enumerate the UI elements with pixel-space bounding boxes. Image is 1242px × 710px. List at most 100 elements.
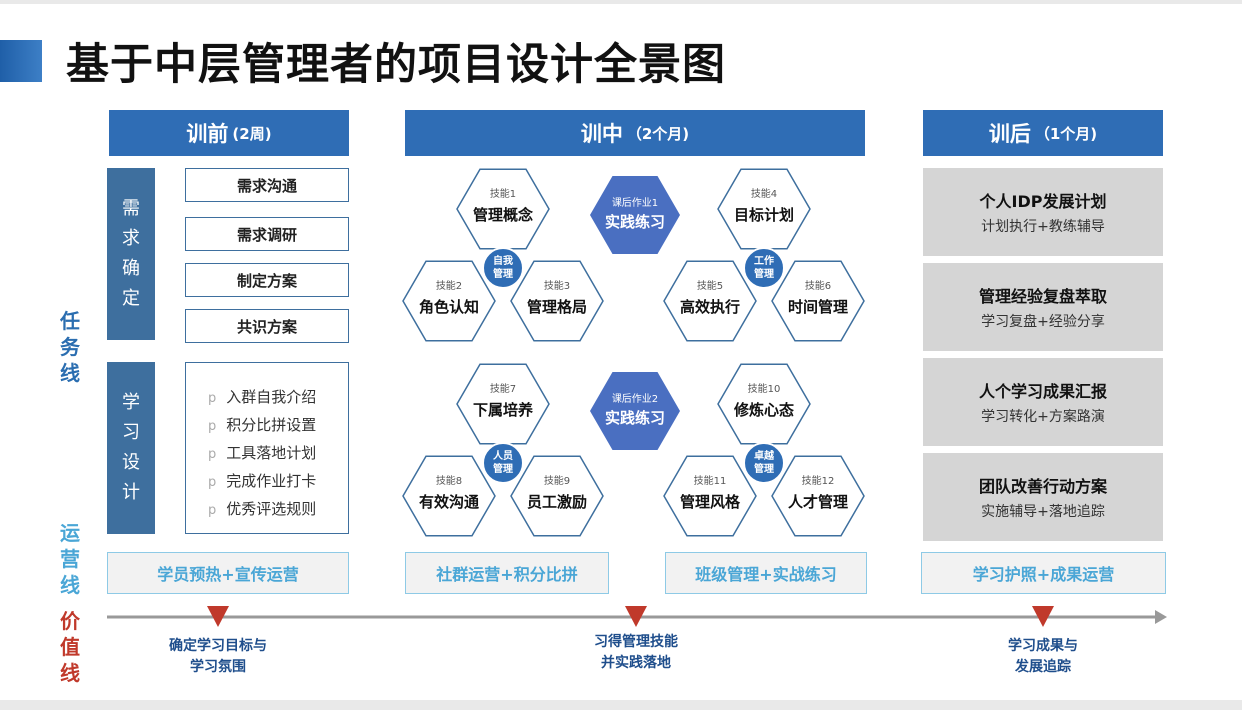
skill-tag: 技能2	[436, 279, 462, 292]
homework-name: 实践练习	[605, 213, 665, 231]
skill-name: 高效执行	[680, 298, 740, 316]
page-title: 基于中层管理者的项目设计全景图	[66, 40, 726, 90]
skill-name: 修炼心态	[733, 401, 794, 419]
vertical-char: 设	[122, 452, 140, 473]
top-border	[0, 0, 1242, 4]
skill-hexagon	[402, 455, 496, 537]
post-item-title: 团队改善行动方案	[978, 477, 1107, 496]
post-item-title: 管理经验复盘萃取	[978, 287, 1107, 306]
skill-hexagon	[717, 363, 811, 445]
homework-hexagon	[590, 372, 680, 450]
skill-tag: 技能9	[544, 474, 570, 487]
phase-label: 训前	[186, 122, 229, 146]
skill-hexagon	[456, 363, 550, 445]
phase-label: 训中	[580, 122, 623, 146]
homework-hexagon	[590, 176, 680, 254]
skill-name: 时间管理	[788, 298, 848, 316]
skill-hexagon	[663, 260, 757, 342]
title-accent-bar	[0, 40, 42, 82]
post-item: 人个学习成果汇报 学习转化+方案路演	[923, 358, 1163, 446]
center-label: 卓越	[754, 449, 775, 462]
value-item: 学习成果与 发展追踪	[1008, 638, 1078, 675]
phase-header-post: 训后（1个月)	[923, 110, 1163, 156]
needs-item: 共识方案	[185, 309, 349, 343]
skill-tag: 技能7	[490, 382, 516, 395]
skill-tag: 技能12	[802, 474, 835, 487]
ops-line-label: 运营线	[60, 521, 80, 597]
skill-hexagon	[456, 168, 550, 250]
homework-tag: 课后作业1	[612, 197, 658, 209]
center-circle	[482, 247, 524, 289]
homework-name: 实践练习	[605, 409, 665, 427]
center-label: 管理	[754, 462, 774, 475]
skill-hexagon	[663, 455, 757, 537]
skill-name: 人才管理	[788, 493, 848, 511]
center-circle	[743, 247, 785, 289]
skill-hexagon	[771, 455, 865, 537]
center-label: 工作	[754, 254, 774, 267]
timeline-arrowhead-icon	[1155, 610, 1167, 624]
center-label: 人员	[493, 449, 513, 462]
skill-hexagon	[510, 260, 604, 342]
skill-hexagon	[771, 260, 865, 342]
skill-name: 管理格局	[527, 298, 587, 316]
post-item: 个人IDP发展计划 计划执行+教练辅导	[923, 168, 1163, 256]
vertical-char: 求	[122, 228, 140, 249]
skill-name: 员工激励	[527, 493, 587, 511]
post-item: 团队改善行动方案 实施辅导+落地追踪	[923, 453, 1163, 541]
skill-tag: 技能3	[544, 279, 570, 292]
skill-name: 有效沟通	[419, 493, 479, 511]
vertical-char: 确	[122, 258, 140, 279]
post-item-title: 个人IDP发展计划	[979, 192, 1107, 211]
needs-item: 需求调研	[185, 217, 349, 251]
skill-name: 管理概念	[473, 206, 533, 224]
center-label: 管理	[493, 267, 513, 280]
center-circle	[482, 442, 524, 484]
skill-tag: 技能11	[694, 474, 727, 487]
ops-box-pre: 学员预热+宣传运营	[107, 552, 349, 594]
center-label: 自我	[493, 254, 513, 267]
phase-header-pre: 训前(2周)	[109, 110, 349, 156]
skill-tag: 技能10	[748, 382, 781, 395]
phase-duration: （2个月)	[626, 124, 690, 143]
skill-name: 管理风格	[680, 493, 741, 511]
value-marker-icon	[207, 606, 229, 627]
skill-name: 下属培养	[473, 401, 534, 419]
vertical-char: 定	[122, 288, 140, 309]
bullet-p-icon: p	[208, 475, 217, 490]
vertical-char: 习	[122, 422, 140, 443]
skill-hexagon	[717, 168, 811, 250]
bullet-p-icon: p	[208, 503, 217, 518]
value-item: 确定学习目标与 学习氛围	[169, 638, 267, 675]
post-item-desc: 学习转化+方案路演	[981, 409, 1105, 425]
value-marker-icon	[625, 606, 647, 627]
value-item: 习得管理技能 并实践落地	[594, 634, 678, 671]
skill-tag: 技能5	[697, 279, 723, 292]
skill-hexagon	[402, 260, 496, 342]
value-marker-icon	[1032, 606, 1054, 627]
skill-hexagon	[510, 455, 604, 537]
center-circle	[743, 442, 785, 484]
ops-box-mid-1: 社群运营+积分比拼	[405, 552, 609, 594]
phase-duration: （1个月)	[1034, 124, 1098, 143]
center-label: 管理	[754, 267, 774, 280]
bullet-p-icon: p	[208, 391, 217, 406]
skill-tag: 技能6	[805, 279, 831, 292]
value-timeline	[107, 606, 1167, 627]
ops-box-mid-2: 班级管理+实战练习	[665, 552, 867, 594]
post-item-desc: 计划执行+教练辅导	[981, 219, 1105, 235]
bullet-p-icon: p	[208, 419, 217, 434]
vertical-char: 需	[122, 198, 140, 219]
center-label: 管理	[493, 462, 513, 475]
post-item-desc: 实施辅导+落地追踪	[981, 504, 1105, 520]
needs-item: 制定方案	[185, 263, 349, 297]
post-item-desc: 学习复盘+经验分享	[981, 314, 1105, 330]
vertical-char: 学	[122, 392, 140, 413]
post-item: 管理经验复盘萃取 学习复盘+经验分享	[923, 263, 1163, 351]
post-item-title: 人个学习成果汇报	[978, 382, 1107, 401]
bottom-border	[0, 700, 1242, 710]
